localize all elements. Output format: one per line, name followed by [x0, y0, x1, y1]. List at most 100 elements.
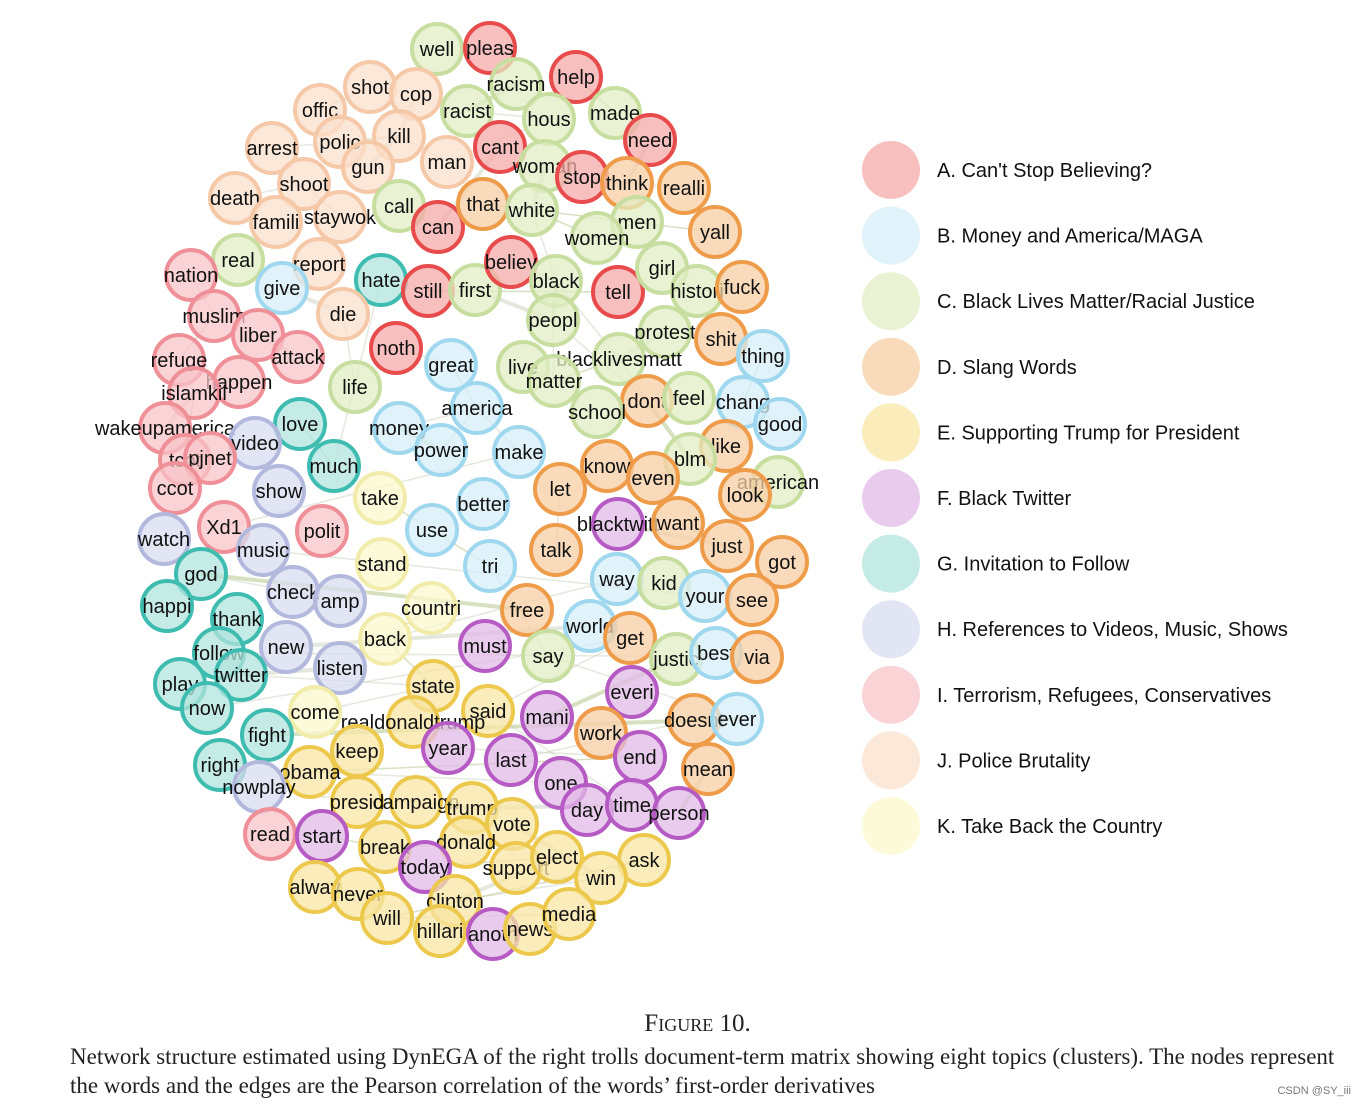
node-mean: mean — [681, 742, 735, 796]
node-everi: everi — [605, 665, 659, 719]
node-stop: stop — [555, 150, 609, 204]
node-label: believ — [485, 252, 537, 274]
node-realli: realli — [657, 161, 711, 215]
node-circle — [448, 263, 502, 317]
node-label: said — [470, 701, 507, 723]
node-circle — [652, 786, 706, 840]
cluster-legend: A. Can't Stop Believing?B. Money and Ame… — [862, 141, 1288, 855]
node-label: chang — [716, 392, 771, 414]
node-label: staywok — [304, 207, 377, 229]
node-label: free — [510, 600, 544, 622]
node-alway: alway — [288, 860, 342, 914]
node-label: first — [459, 280, 492, 302]
node-label: school — [568, 402, 626, 424]
node-label: get — [616, 628, 644, 650]
node-will: will — [360, 891, 414, 945]
node-real: real — [211, 233, 265, 287]
node-label: justic — [652, 649, 699, 671]
node-hous: hous — [522, 92, 576, 146]
node-circle — [328, 360, 382, 414]
node-label: tell — [605, 282, 631, 304]
node-good: good — [753, 397, 807, 451]
node-last: last — [484, 733, 538, 787]
node-label: kill — [387, 126, 410, 148]
node-circle — [574, 706, 628, 760]
node-label: protest — [634, 322, 696, 344]
node-label: nowplay — [222, 777, 295, 799]
node-protest: protest — [634, 305, 696, 359]
node-label: news — [507, 919, 554, 941]
node-label: now — [189, 698, 226, 720]
node-label: polit — [304, 521, 341, 543]
node-label: kid — [651, 573, 677, 595]
legend-label: F. Black Twitter — [937, 488, 1071, 510]
node-gun: gun — [341, 140, 395, 194]
node-label: liber — [239, 325, 277, 347]
legend-swatch — [862, 534, 920, 593]
node-just: just — [700, 519, 754, 573]
node-label: offic — [302, 100, 338, 122]
node-circle — [521, 629, 575, 683]
node-person: person — [648, 786, 710, 840]
node-circle — [404, 581, 458, 635]
node-pjnet: pjnet — [183, 431, 237, 485]
node-circle — [500, 583, 554, 637]
legend-swatch — [862, 272, 920, 331]
node-label: think — [606, 173, 649, 195]
legend-item-i: I. Terrorism, Refugees, Conservatives — [862, 665, 1271, 724]
node-arrest: arrest — [245, 121, 299, 175]
node-now: now — [180, 681, 234, 735]
legend-label: C. Black Lives Matter/Racial Justice — [937, 291, 1255, 313]
node-circle — [505, 183, 559, 237]
node-circle — [529, 523, 583, 577]
node-label: amp — [321, 591, 360, 613]
node-tri: tri — [463, 539, 517, 593]
node-circle — [389, 775, 443, 829]
node-show: show — [252, 464, 306, 518]
node-label: Xd1 — [206, 517, 242, 539]
node-racist: racist — [440, 84, 494, 138]
node-circle — [463, 539, 517, 593]
node-circle — [463, 21, 517, 75]
node-circle — [736, 329, 790, 383]
node-islamkil: islamkil — [161, 366, 227, 420]
node-today: today — [398, 840, 452, 894]
node-label: can — [422, 217, 454, 239]
node-blacklivesmatt: blacklivesmatt — [556, 332, 682, 386]
node-label: muslim — [182, 306, 245, 328]
node-label: day — [571, 800, 603, 822]
node-get: get — [603, 611, 657, 665]
node-school: school — [568, 385, 626, 439]
node-start: start — [295, 809, 349, 863]
legend-label: A. Can't Stop Believing? — [937, 160, 1152, 182]
node-label: even — [631, 468, 674, 490]
node-circle — [623, 113, 677, 167]
node-matter: matter — [526, 354, 583, 408]
node-circle — [638, 305, 692, 359]
node-label: make — [495, 442, 544, 464]
node-label: call — [384, 196, 414, 218]
node-circle — [255, 261, 309, 315]
node-white: white — [505, 183, 559, 237]
node-label: countri — [401, 598, 461, 620]
node-life: life — [328, 360, 382, 414]
node-circle — [718, 468, 772, 522]
node-tell: tell — [591, 265, 645, 319]
node-label: look — [727, 485, 765, 507]
node-make: make — [492, 425, 546, 479]
node-circle — [570, 211, 624, 265]
node-ever: ever — [710, 692, 764, 746]
node-well: well — [410, 22, 464, 76]
node-label: say — [532, 646, 563, 668]
node-cop: cop — [389, 67, 443, 121]
node-label: fuck — [724, 277, 762, 299]
node-circle — [180, 681, 234, 735]
node-dont: dont — [620, 374, 674, 428]
node-circle — [249, 195, 303, 249]
legend-item-j: J. Police Brutality — [862, 731, 1090, 790]
node-circle — [316, 287, 370, 341]
node-circle — [730, 630, 784, 684]
node-circle — [681, 742, 735, 796]
node-circle — [236, 523, 290, 577]
node-circle — [341, 140, 395, 194]
